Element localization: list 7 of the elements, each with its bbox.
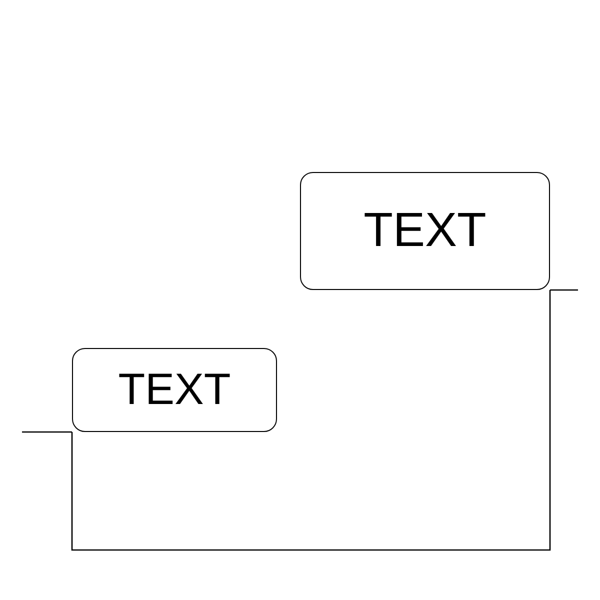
box-label: TEXT — [118, 368, 231, 412]
rounded-box — [72, 348, 277, 432]
connector-line — [71, 290, 551, 551]
connector-line — [550, 289, 578, 291]
rounded-box — [300, 172, 550, 290]
connector-line — [22, 431, 72, 433]
box-label: TEXT — [364, 207, 486, 255]
